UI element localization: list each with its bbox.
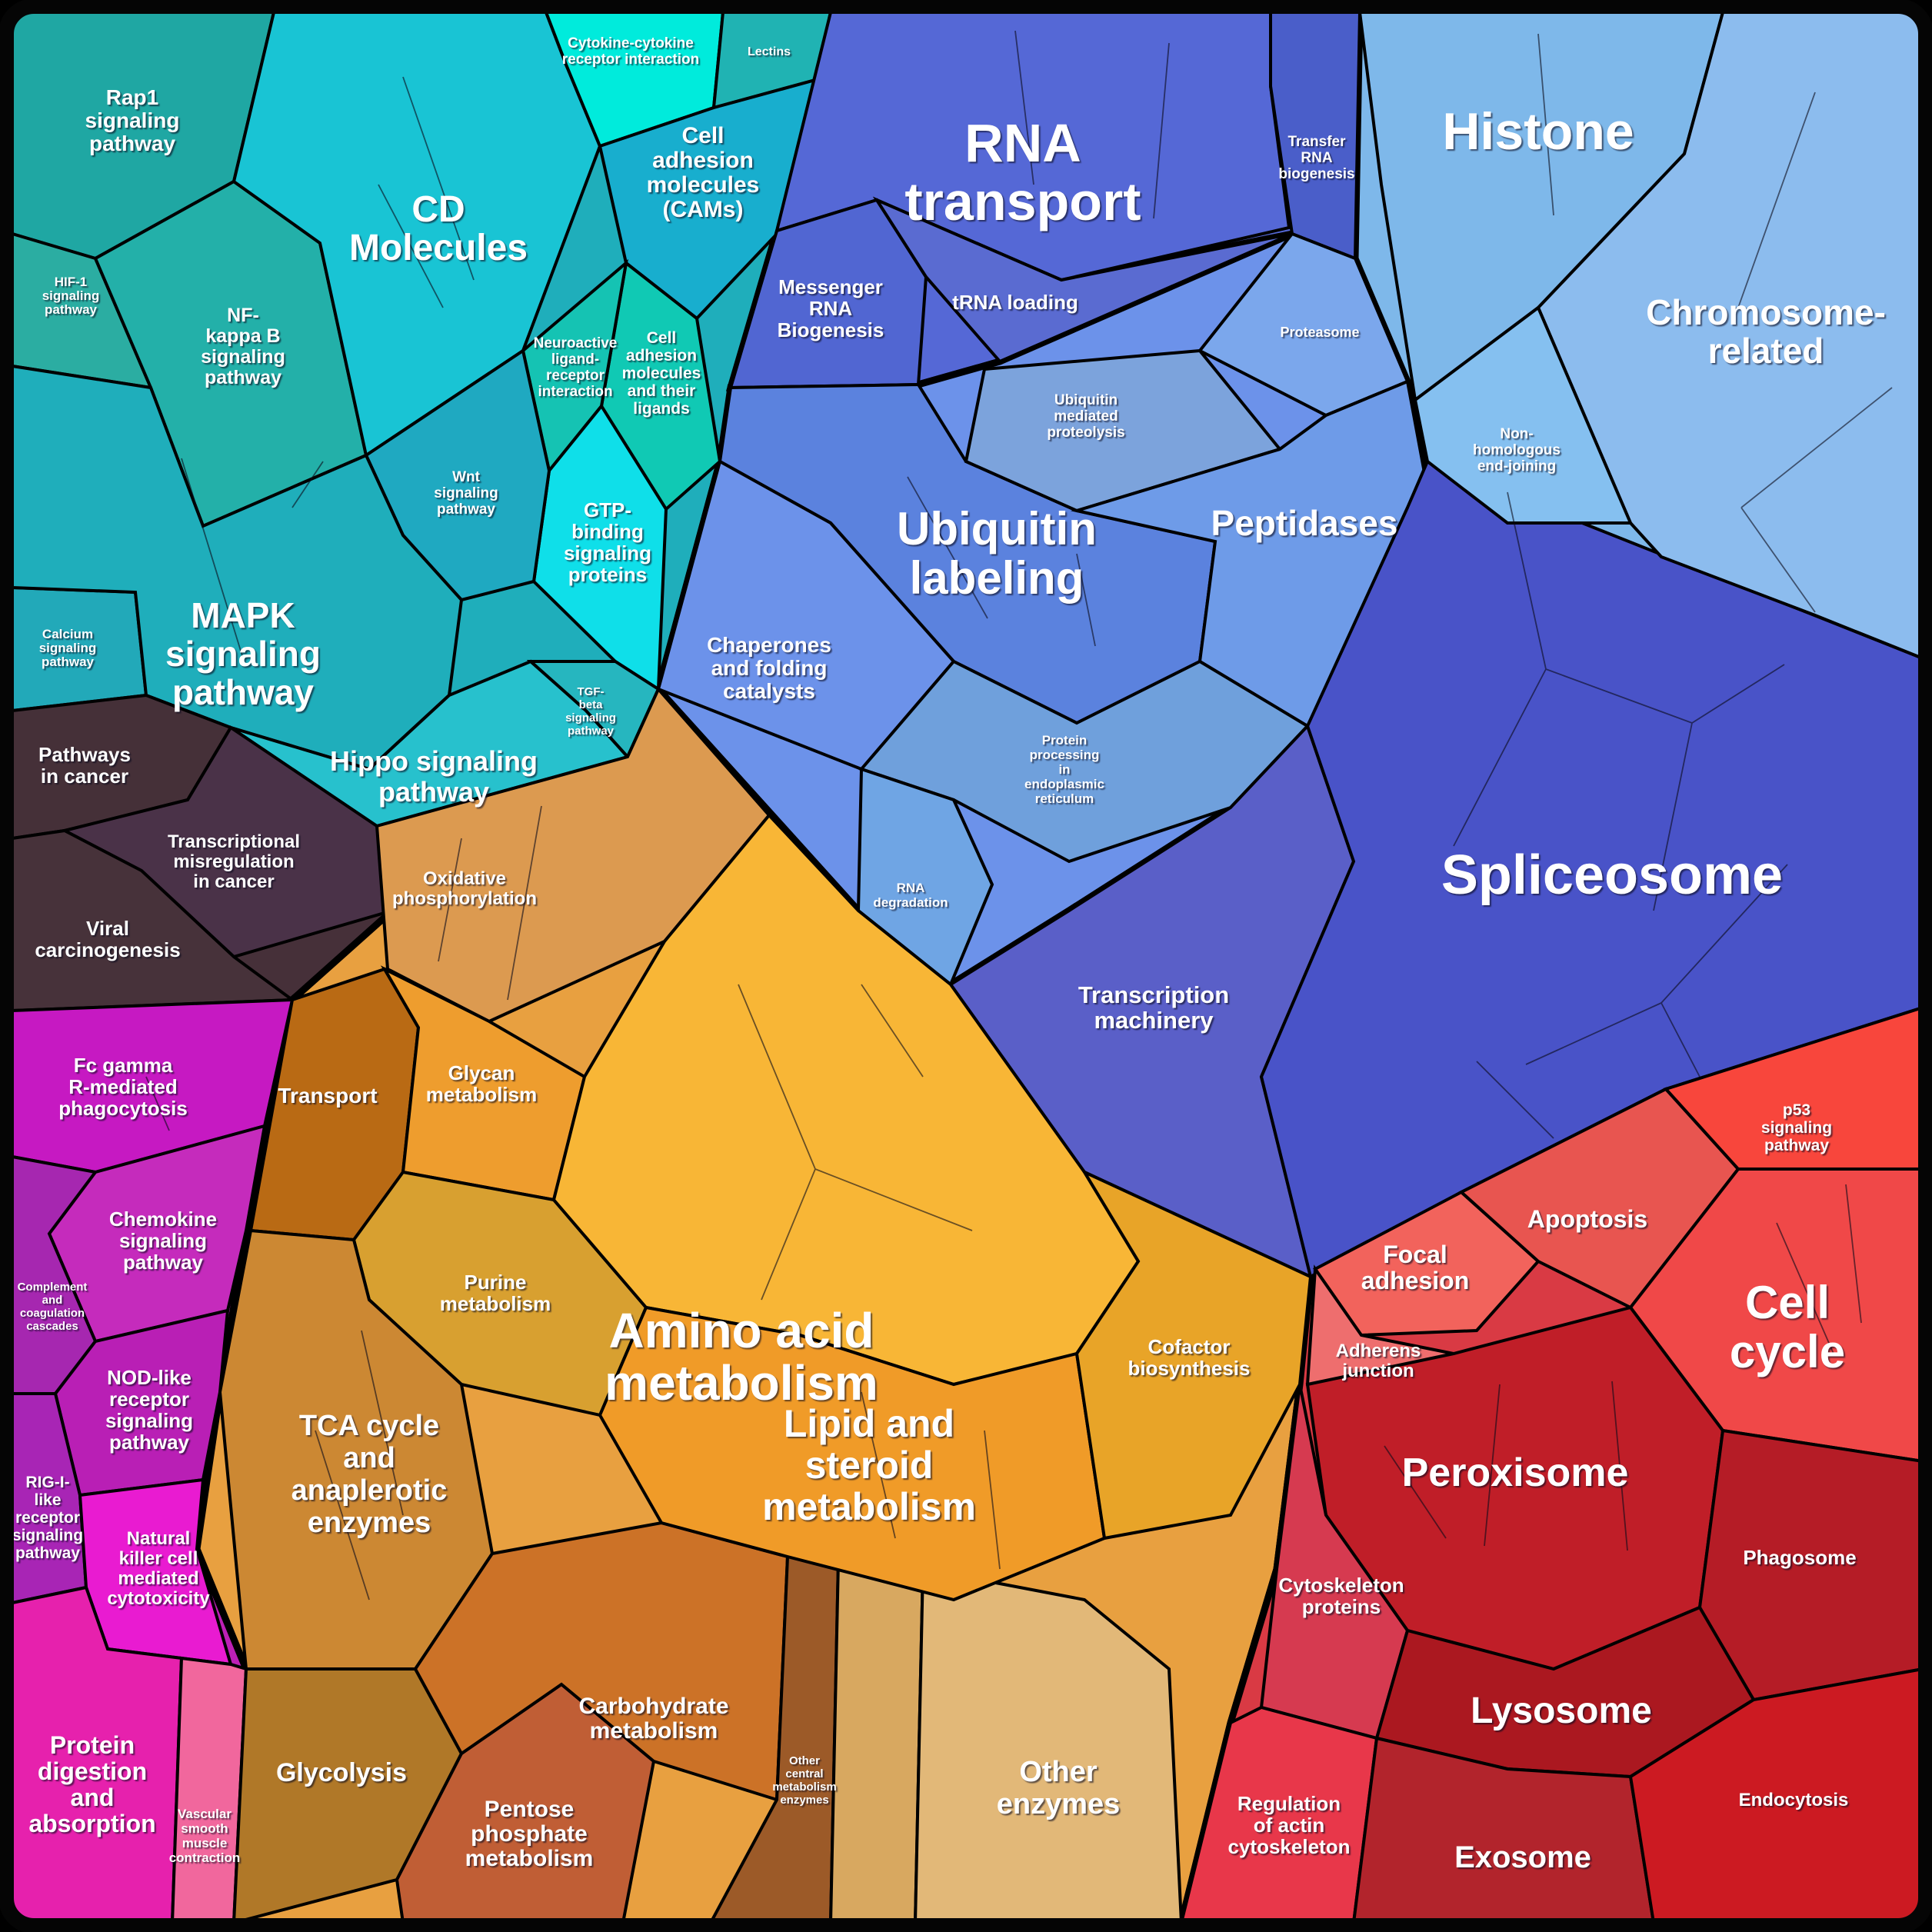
label-histone: Histone xyxy=(1442,102,1634,161)
label-peroxisome: Peroxisome xyxy=(1402,1451,1629,1495)
label-glycolysis: Glycolysis xyxy=(276,1758,407,1787)
label-phagosome: Phagosome xyxy=(1743,1546,1856,1569)
cell-nhej xyxy=(1413,305,1634,525)
label-lectins: Lectins xyxy=(748,45,791,58)
cell-proteasome xyxy=(1197,232,1410,418)
label-endocytosis: Endocytosis xyxy=(1739,1790,1849,1810)
cell-rna-degradation xyxy=(856,767,994,988)
subcell-lines xyxy=(145,30,1893,1601)
label-proteasome: Proteasome xyxy=(1280,325,1359,340)
label-transport: Transport xyxy=(278,1084,377,1108)
label-lysosome: Lysosome xyxy=(1471,1690,1652,1731)
label-chromosome: Chromosome-related xyxy=(1646,292,1886,371)
cell-tan-sub xyxy=(828,1559,925,1924)
cell-cofactor xyxy=(1074,1168,1313,1541)
label-apoptosis: Apoptosis xyxy=(1527,1205,1647,1233)
label-peptidases: Peptidases xyxy=(1211,503,1398,543)
cell-trna-loading xyxy=(872,196,1293,364)
label-trna-loading: tRNA loading xyxy=(952,291,1078,314)
label-exosome: Exosome xyxy=(1454,1840,1591,1874)
cell-messenger-rna xyxy=(728,198,928,390)
label-spliceosome: Spliceosome xyxy=(1441,844,1783,906)
cell-other-enzymes xyxy=(913,1567,1184,1924)
